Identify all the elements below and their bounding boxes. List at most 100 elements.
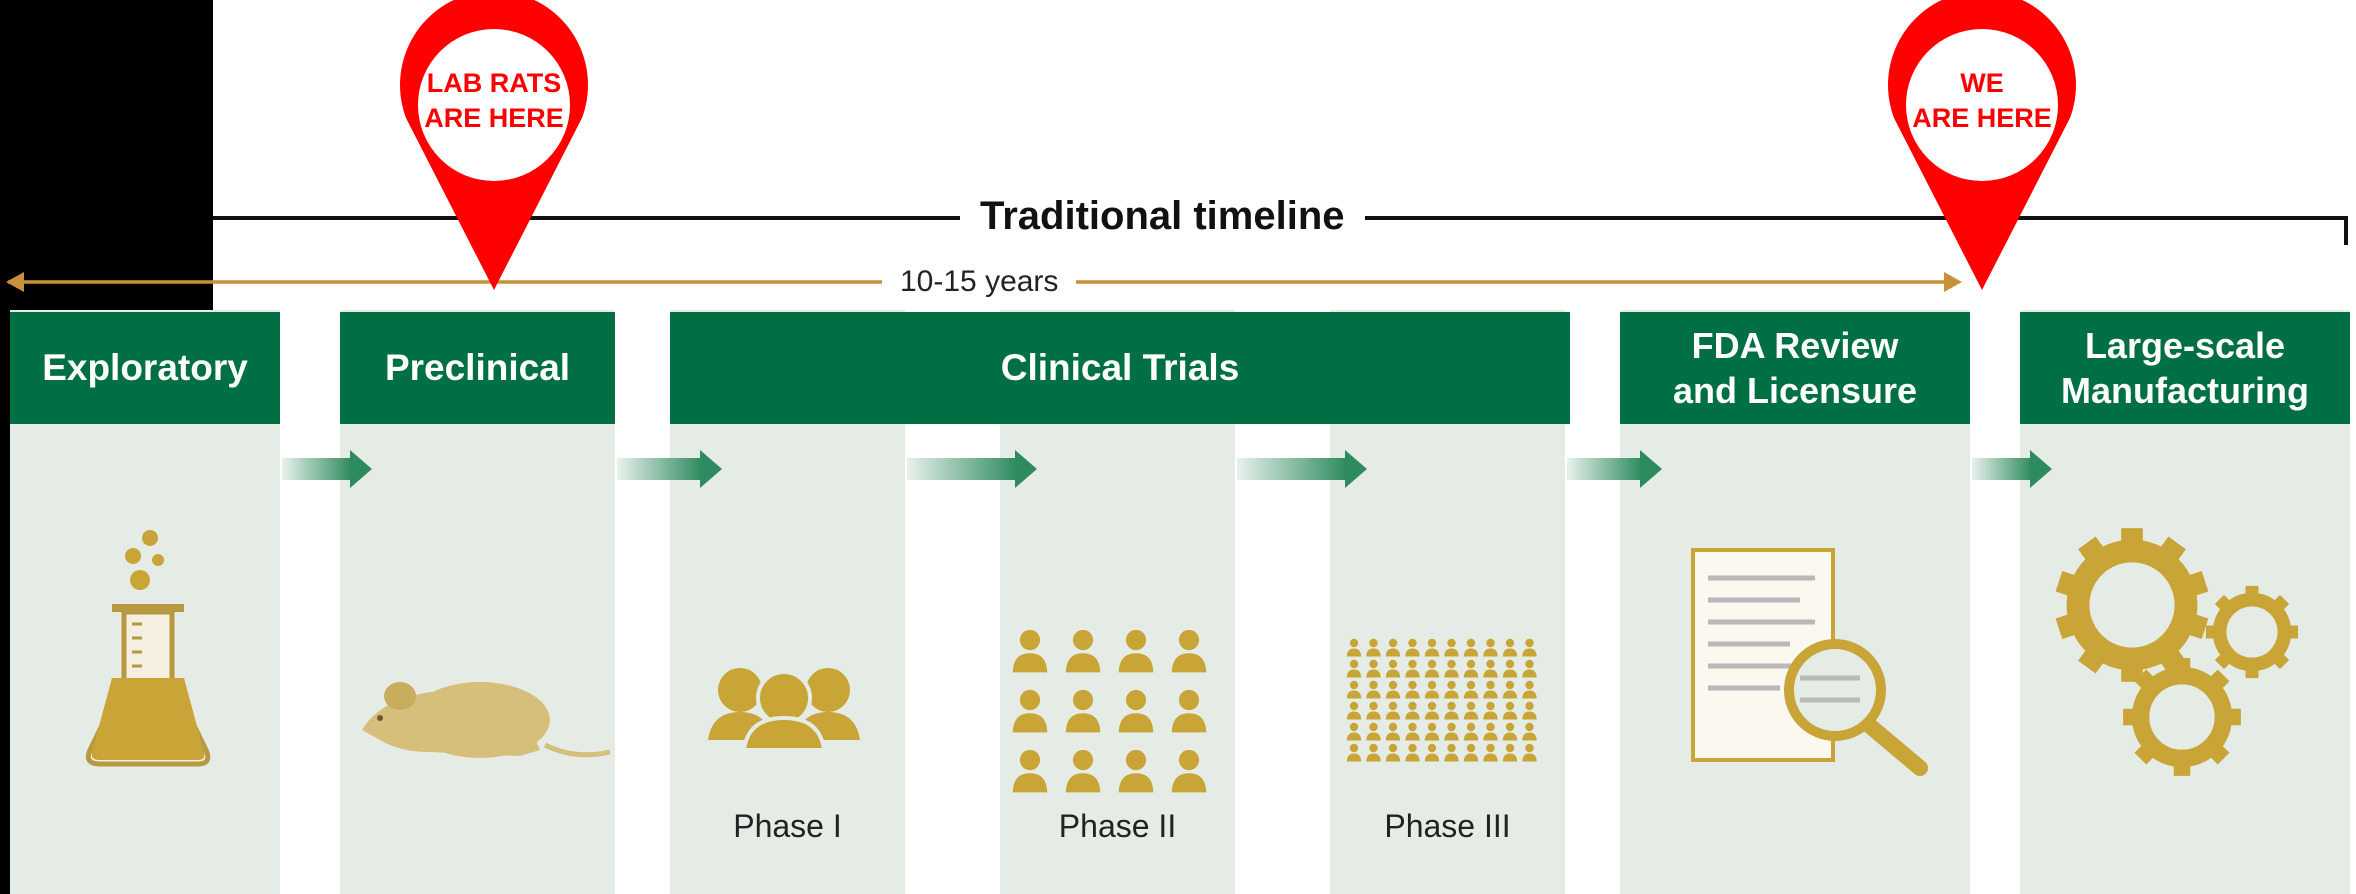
arrow-6 xyxy=(1972,450,2052,488)
crowd-person-icon xyxy=(1502,743,1518,762)
crowd-person-icon xyxy=(1405,743,1420,762)
crowd-person-icon xyxy=(1502,722,1518,741)
crowd-person-icon xyxy=(1366,638,1381,657)
crowd-person-icon xyxy=(1424,722,1440,741)
arrow-5 xyxy=(1567,450,1662,488)
crowd-person-icon xyxy=(1405,722,1420,741)
crowd-person-icon xyxy=(1522,680,1537,699)
person-icon xyxy=(1118,749,1154,793)
person-icon xyxy=(1171,629,1207,673)
crowd-person-icon xyxy=(1463,680,1479,699)
crowd-person-icon xyxy=(1463,659,1479,678)
crowd-person-icon xyxy=(1483,722,1498,741)
lab-rats-pin-text: LAB RATS ARE HERE xyxy=(414,66,574,136)
crowd-person-icon xyxy=(1366,659,1381,678)
manufacturing-label-line2: Manufacturing xyxy=(2061,370,2309,411)
crowd-person-icon xyxy=(1483,743,1498,762)
crowd-person-icon xyxy=(1366,722,1381,741)
crowd-person-icon xyxy=(1483,638,1498,657)
person-icon xyxy=(1012,689,1048,733)
phase-1-label: Phase I xyxy=(733,808,842,844)
person-icon xyxy=(1171,749,1207,793)
preclinical-label: Preclinical xyxy=(384,346,571,388)
crowd-person-icon xyxy=(1346,722,1362,741)
crowd-person-icon xyxy=(1502,659,1518,678)
fda-label-line2: and Licensure xyxy=(1672,370,1918,411)
lab-rats-line2: ARE HERE xyxy=(424,103,564,134)
preclinical-header: Preclinical xyxy=(340,312,615,424)
years-label: 10-15 years xyxy=(882,265,1077,299)
crowd-person-icon xyxy=(1444,680,1459,699)
arrow-2 xyxy=(617,450,722,488)
clinical-trials-header: Clinical Trials xyxy=(670,312,1570,424)
crowd-person-icon xyxy=(1483,701,1498,720)
crowd-person-icon xyxy=(1346,743,1362,762)
crowd-person-icon xyxy=(1424,659,1440,678)
we-line1: WE xyxy=(1960,68,2004,98)
small-gear-icon xyxy=(2205,585,2299,679)
crowd-person-icon xyxy=(1424,680,1440,699)
crowd-person-icon xyxy=(1366,701,1381,720)
clinical-trials-label: Clinical Trials xyxy=(1000,346,1240,388)
crowd-person-icon xyxy=(1385,743,1401,762)
we-line2: ARE HERE xyxy=(1912,103,2052,134)
arrow-1 xyxy=(282,450,372,488)
manufacturing-header: Large-scale Manufacturing xyxy=(2020,312,2350,424)
crowd-person-icon xyxy=(1405,680,1420,699)
crowd-person-icon xyxy=(1522,638,1537,657)
crowd-person-icon xyxy=(1366,743,1381,762)
we-pin-text: WE ARE HERE xyxy=(1902,66,2062,136)
crowd-person-icon xyxy=(1385,659,1401,678)
crowd-person-icon xyxy=(1346,680,1362,699)
person-icon xyxy=(1118,689,1154,733)
arrow-4 xyxy=(1237,450,1367,488)
person-icon xyxy=(1118,629,1154,673)
person-icon xyxy=(1012,749,1048,793)
exploratory-header: Exploratory xyxy=(10,312,280,424)
crowd-person-icon xyxy=(1346,638,1362,657)
crowd-person-icon xyxy=(1346,659,1362,678)
crowd-person-icon xyxy=(1424,638,1440,657)
lab-rats-line1: LAB RATS xyxy=(426,68,562,98)
crowd-person-icon xyxy=(1502,680,1518,699)
fda-review-header: FDA Review and Licensure xyxy=(1620,312,1970,424)
crowd-person-icon xyxy=(1385,701,1401,720)
crowd-person-icon xyxy=(1522,722,1537,741)
crowd-person-icon xyxy=(1483,680,1498,699)
crowd-person-icon xyxy=(1405,638,1420,657)
exploratory-label: Exploratory xyxy=(42,346,248,388)
crowd-person-icon xyxy=(1444,659,1459,678)
person-icon xyxy=(1012,629,1048,673)
person-icon xyxy=(1171,689,1207,733)
crowd-person-icon xyxy=(1444,701,1459,720)
crowd-person-icon xyxy=(1346,701,1362,720)
crowd-person-icon xyxy=(1444,743,1459,762)
large-gear-icon xyxy=(2055,528,2209,682)
crowd-person-icon xyxy=(1405,659,1420,678)
person-icon xyxy=(1065,689,1101,733)
crowd-person-icon xyxy=(1424,701,1440,720)
arrow-3 xyxy=(907,450,1037,488)
crowd-person-icon xyxy=(1444,722,1459,741)
crowd-person-icon xyxy=(1424,743,1440,762)
crowd-person-icon xyxy=(1366,680,1381,699)
manufacturing-label-line1: Large-scale xyxy=(2084,325,2286,366)
medium-gear-icon xyxy=(2123,658,2241,776)
person-icon xyxy=(1065,749,1101,793)
crowd-person-icon xyxy=(1463,743,1479,762)
crowd-person-icon xyxy=(1483,659,1498,678)
phase-3-label: Phase III xyxy=(1384,808,1511,844)
crowd-person-icon xyxy=(1405,701,1420,720)
crowd-person-icon xyxy=(1522,743,1537,762)
crowd-person-icon xyxy=(1463,701,1479,720)
